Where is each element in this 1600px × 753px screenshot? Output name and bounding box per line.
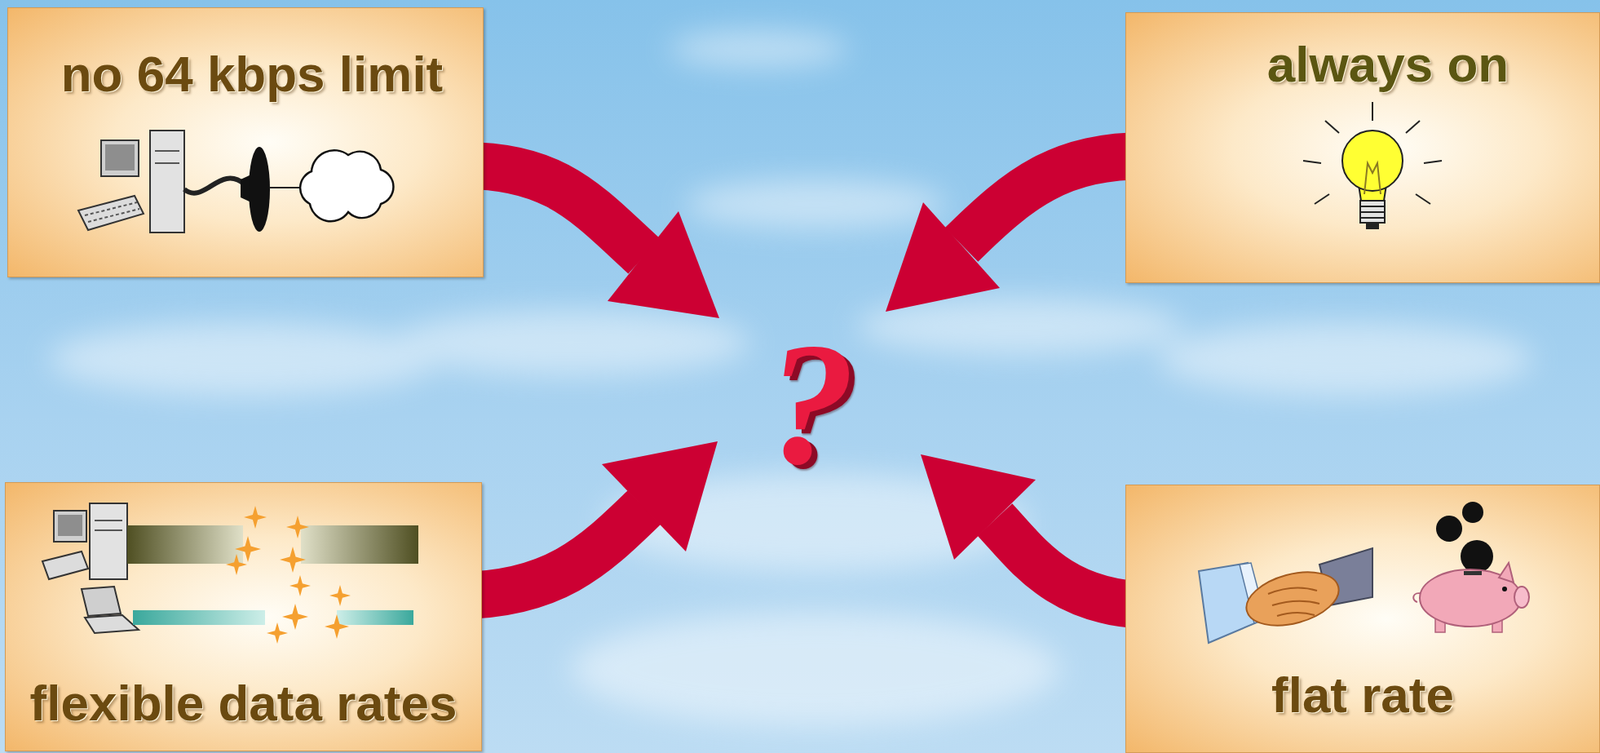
left-sleeve [1198, 562, 1263, 643]
keyboard [42, 551, 89, 580]
fingers [1268, 587, 1320, 616]
cuff [1239, 562, 1266, 624]
thread [1360, 205, 1385, 208]
star [329, 584, 351, 606]
box-title: flat rate [1271, 667, 1455, 723]
eye [1502, 586, 1508, 592]
data-bar [127, 525, 244, 564]
feature-box: flexible data rates [4, 481, 482, 752]
screen [57, 514, 83, 536]
tower [89, 503, 128, 580]
ray [1314, 194, 1330, 204]
ray [1405, 120, 1420, 133]
hands [1240, 562, 1345, 635]
snout [1514, 586, 1530, 608]
keys [84, 202, 138, 216]
cloud [391, 309, 751, 376]
cloud [668, 30, 849, 67]
data-bar [132, 609, 266, 625]
cable [184, 178, 245, 194]
data-rate-icon [42, 503, 419, 644]
arrow-head [607, 211, 720, 319]
laptop-screen [81, 586, 121, 616]
curved-arrow-shaft [456, 165, 645, 257]
cloud [570, 611, 1061, 726]
star [243, 505, 267, 529]
star [234, 535, 261, 562]
monitor [101, 140, 139, 177]
bulb-glass [1342, 130, 1403, 191]
coin [1462, 501, 1484, 523]
ray [1423, 160, 1442, 164]
coin [1436, 515, 1463, 542]
cloud [685, 179, 946, 229]
thread [1360, 211, 1385, 213]
ear [1498, 562, 1514, 583]
right-sleeve [1319, 548, 1373, 606]
bulb-join [1358, 174, 1387, 186]
ray [1303, 160, 1322, 164]
bulb-tip [1366, 222, 1379, 229]
plug-neck [240, 174, 252, 203]
handshake-icon [1198, 548, 1373, 643]
line [269, 186, 304, 189]
tail [1413, 592, 1423, 602]
drive-slot [154, 162, 180, 164]
arrow-head [885, 202, 1000, 312]
feature-box: always on [1125, 12, 1600, 283]
coin [1460, 539, 1494, 573]
filament [1364, 163, 1381, 195]
star [225, 553, 248, 575]
star [282, 603, 309, 630]
bulb-neck [1357, 179, 1388, 201]
keyboard [78, 195, 144, 230]
piggy-bank-icon [1413, 501, 1530, 633]
ray [1325, 120, 1340, 133]
network-cloud [300, 150, 394, 221]
curved-arrow-shaft [961, 155, 1150, 245]
star [324, 614, 350, 639]
box-title: flexible data rates [30, 675, 458, 731]
drive-slot [154, 150, 180, 152]
screen [105, 144, 135, 171]
drive-slot [94, 519, 123, 522]
computer-to-network-icon [78, 130, 394, 233]
cloud [48, 322, 441, 396]
star [279, 546, 306, 573]
feature-box: no 64 kbps limit [7, 7, 484, 278]
light-bulb-icon [1303, 101, 1442, 229]
drive-slot [94, 529, 123, 531]
star [289, 574, 311, 597]
data-bar [300, 525, 419, 564]
arrow-head [601, 441, 718, 552]
box-title: always on [1267, 36, 1509, 93]
pig-body [1419, 569, 1521, 627]
star [286, 515, 310, 539]
bulb-base [1360, 200, 1385, 223]
monitor [53, 510, 87, 542]
laptop-base [84, 614, 139, 633]
tower [150, 130, 185, 233]
keys [88, 208, 140, 222]
cloud [1158, 322, 1534, 396]
leg [1435, 615, 1446, 633]
star [266, 622, 288, 644]
feature-box: flat rate [1125, 484, 1600, 753]
thread [1360, 216, 1385, 219]
ray [1371, 101, 1374, 121]
coin-slot [1463, 570, 1482, 575]
ray [1415, 194, 1431, 204]
curved-arrow-shaft [456, 507, 645, 596]
leg [1492, 615, 1503, 633]
box-title: no 64 kbps limit [61, 46, 444, 102]
question-mark: ? [767, 315, 856, 491]
arrow-head [920, 454, 1036, 560]
plug [248, 146, 270, 232]
data-bar [336, 609, 414, 625]
